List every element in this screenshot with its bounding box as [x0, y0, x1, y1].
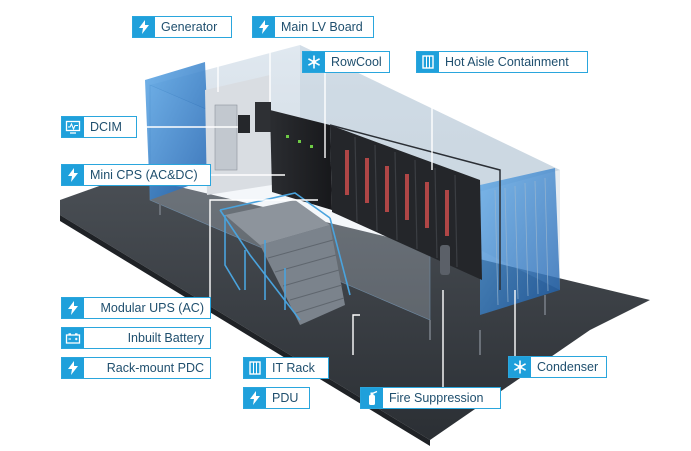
dcim-panel [238, 115, 250, 133]
battery-icon [62, 328, 84, 348]
bolt-icon [244, 388, 266, 408]
lv-board [255, 102, 271, 132]
snowflake-icon [303, 52, 325, 72]
label-generator-text: Generator [161, 20, 218, 34]
rack-dividers [354, 136, 458, 268]
label-condenser: Condenser [508, 356, 607, 378]
stair-railings [219, 192, 351, 321]
label-it-rack-text: IT Rack [272, 361, 315, 375]
hot-aisle-frame [329, 124, 501, 290]
rack-icon [244, 358, 266, 378]
label-main-lv-board: Main LV Board [252, 16, 374, 38]
label-rowcool: RowCool [302, 51, 390, 73]
cabinet-lights [286, 135, 313, 148]
label-it-rack: IT Rack [243, 357, 329, 379]
label-inbuilt-battery: Inbuilt Battery [61, 327, 211, 349]
label-main-lv-board-text: Main LV Board [281, 20, 363, 34]
label-condenser-text: Condenser [537, 360, 599, 374]
right-end-glass [480, 168, 560, 315]
generator-door [214, 104, 238, 171]
extinguisher-icon [361, 388, 383, 408]
stair-treads [267, 239, 345, 314]
label-rack-mount-pdc: Rack-mount PDC [61, 357, 211, 379]
condenser-grille [494, 177, 549, 306]
label-modular-ups: Modular UPS (AC) [61, 297, 211, 319]
floor-slab [60, 175, 650, 440]
containment-icon [417, 52, 439, 72]
label-fire-suppression-text: Fire Suppression [389, 391, 484, 405]
snowflake-icon [509, 357, 531, 377]
label-modular-ups-text: Modular UPS (AC) [100, 301, 205, 315]
support-legs [159, 200, 546, 355]
stairs [260, 225, 345, 325]
cps-cabinets [270, 110, 332, 210]
label-pdu-text: PDU [272, 391, 299, 405]
bolt-icon [62, 298, 84, 318]
label-pdu: PDU [243, 387, 310, 409]
monitor-icon [62, 117, 84, 137]
floor-slab-edge [60, 215, 430, 446]
label-hot-aisle-containment: Hot Aisle Containment [416, 51, 588, 73]
stair-landing [225, 200, 330, 245]
label-mini-cps-text: Mini CPS (AC&DC) [90, 168, 198, 182]
label-generator: Generator [132, 16, 232, 38]
label-fire-suppression: Fire Suppression [360, 387, 501, 409]
label-rowcool-text: RowCool [331, 55, 382, 69]
label-mini-cps: Mini CPS (AC&DC) [61, 164, 211, 186]
bolt-icon [62, 165, 84, 185]
label-inbuilt-battery-text: Inbuilt Battery [127, 331, 204, 345]
rack-red-lights [345, 150, 449, 236]
label-dcim-text: DCIM [90, 120, 122, 134]
bolt-icon [253, 17, 275, 37]
label-hot-aisle-containment-text: Hot Aisle Containment [445, 55, 569, 69]
label-rack-mount-pdc-text: Rack-mount PDC [106, 361, 204, 375]
fire-cylinder [440, 245, 450, 275]
bolt-icon [133, 17, 155, 37]
label-dcim: DCIM [61, 116, 137, 138]
bolt-icon [62, 358, 84, 378]
